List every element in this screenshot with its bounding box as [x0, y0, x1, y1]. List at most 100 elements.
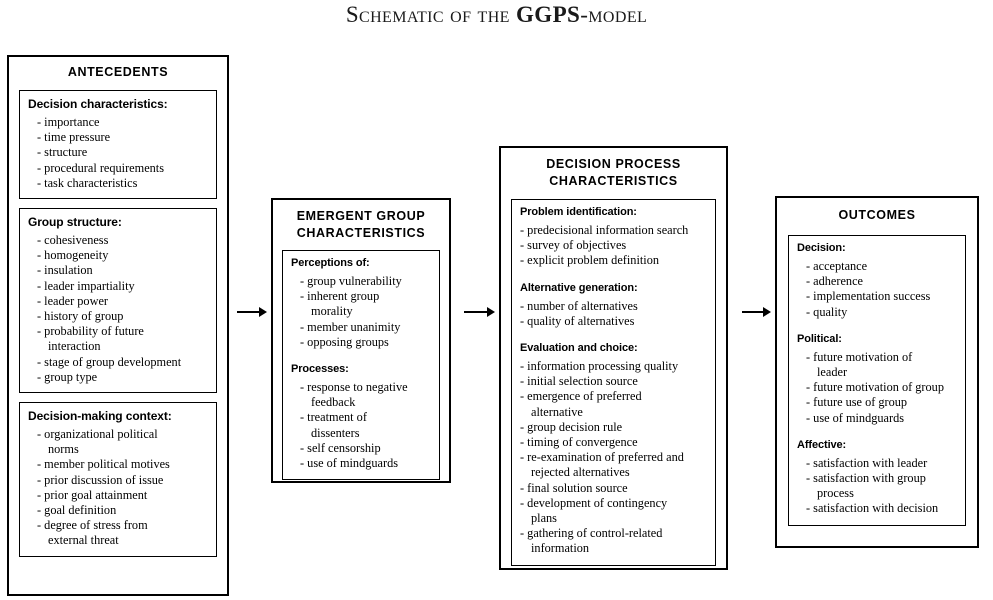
- page-title: Schematic of the GGPS-model: [0, 2, 993, 28]
- list-item: - predecisional information search: [520, 223, 689, 237]
- list-item: - emergence of preferred alternative: [520, 389, 642, 419]
- group-problem-identification-heading: Problem identification:: [520, 206, 637, 218]
- group-decision-characteristics-list: - importance - time pressure - structure…: [28, 115, 208, 191]
- group-perceptions-of-heading: Perceptions of:: [291, 257, 370, 269]
- list-item: - initial selection source: [520, 374, 638, 389]
- group-decision-making-context: Decision-making context: - organizationa…: [19, 402, 217, 557]
- list-item: - leader power: [37, 293, 109, 308]
- arrow-shaft: [742, 311, 765, 313]
- group-perceptions-of-list: - group vulnerability - inherent group m…: [291, 274, 431, 350]
- group-process-content: Problem identification: - predecisional …: [511, 199, 716, 566]
- group-decision-characteristics: Decision characteristics: - importance -…: [19, 90, 217, 200]
- list-item: - prior discussion of issue: [37, 472, 164, 487]
- group-processes-heading: Processes:: [291, 363, 349, 376]
- list-item: - organizational political norms: [37, 427, 158, 457]
- panel-antecedents-title: ANTECEDENTS: [67, 65, 169, 79]
- list-item: - member unanimity: [300, 319, 401, 334]
- group-decision-list: - acceptance - adherence - implementatio…: [797, 259, 957, 320]
- group-affective-heading: Affective:: [797, 438, 847, 451]
- arrow-shaft: [464, 311, 489, 313]
- arrow-emergent-to-process-icon: [464, 305, 497, 319]
- group-decision-making-context-heading: Decision-making context:: [28, 409, 172, 424]
- list-item: - future use of group: [806, 395, 908, 410]
- list-item: - acceptance: [806, 259, 868, 273]
- list-item: - history of group: [37, 309, 124, 324]
- arrow-process-to-outcomes-icon: [742, 305, 773, 319]
- group-group-structure: Group structure: - cohesiveness - homoge…: [19, 208, 217, 394]
- panel-outcomes-title: OUTCOMES: [838, 208, 916, 222]
- panel-antecedents: ANTECEDENTS Decision characteristics: - …: [7, 55, 229, 596]
- list-item: - goal definition: [37, 503, 117, 518]
- list-item: - prior goal attainment: [37, 487, 148, 502]
- list-item: - final solution source: [520, 480, 628, 495]
- group-affective-list: - satisfaction with leader - satisfactio…: [797, 456, 957, 517]
- list-item: - structure: [37, 145, 88, 160]
- group-decision-characteristics-heading: Decision characteristics:: [28, 97, 168, 111]
- panel-process-title: DECISION PROCESS CHARACTERISTICS: [546, 157, 681, 188]
- list-item: - treatment of dissenters: [300, 410, 367, 440]
- list-item: - gathering of control-related informati…: [520, 526, 663, 556]
- list-item: - task characteristics: [37, 175, 138, 190]
- arrow-shaft: [237, 311, 261, 313]
- list-item: - explicit problem definition: [520, 253, 659, 268]
- group-evaluation-and-choice-heading: Evaluation and choice:: [520, 342, 638, 355]
- group-emergent-content: Perceptions of: - group vulnerability - …: [282, 250, 440, 481]
- list-item: - group vulnerability: [300, 274, 402, 288]
- group-alternative-generation-heading: Alternative generation:: [520, 281, 638, 294]
- group-decision-heading: Decision:: [797, 242, 846, 254]
- list-item: - opposing groups: [300, 334, 389, 349]
- list-item: - implementation success: [806, 289, 931, 304]
- panel-emergent-group-characteristics: EMERGENT GROUP CHARACTERISTICS Perceptio…: [271, 198, 451, 483]
- page-title-suffix: -model: [580, 2, 648, 27]
- page-title-prefix: Schematic of the: [345, 2, 516, 27]
- panel-outcomes: OUTCOMES Decision: - acceptance - adhere…: [775, 196, 979, 548]
- arrow-head: [487, 307, 495, 317]
- group-outcomes-content: Decision: - acceptance - adherence - imp…: [788, 235, 966, 526]
- list-item: - survey of objectives: [520, 238, 627, 253]
- panel-decision-process-characteristics: DECISION PROCESS CHARACTERISTICS Problem…: [499, 146, 728, 570]
- list-item: - satisfaction with leader: [806, 455, 928, 470]
- group-evaluation-and-choice-list: - information processing quality - initi…: [520, 359, 707, 557]
- group-decision-making-context-list: - organizational political norms - membe…: [28, 427, 208, 549]
- list-item: - degree of stress from external threat: [37, 518, 148, 548]
- group-political-heading: Political:: [797, 332, 842, 345]
- list-item: - probability of future interaction: [37, 324, 144, 354]
- list-item: - satisfaction with group process: [806, 471, 926, 501]
- list-item: - satisfaction with decision: [806, 501, 939, 516]
- list-item: - group type: [37, 369, 98, 384]
- list-item: - use of mindguards: [806, 410, 905, 425]
- group-group-structure-list: - cohesiveness - homogeneity - insulatio…: [28, 233, 208, 385]
- list-item: - inherent group morality: [300, 289, 380, 319]
- list-item: - self censorship: [300, 440, 381, 455]
- list-item: - number of alternatives: [520, 298, 638, 313]
- group-processes-list: - response to negative feedback - treatm…: [291, 380, 431, 471]
- list-item: - response to negative feedback: [300, 380, 408, 410]
- arrow-antecedents-to-emergent-icon: [237, 305, 269, 319]
- list-item: - leader impartiality: [37, 278, 135, 293]
- list-item: - cohesiveness: [37, 233, 109, 248]
- list-item: - homogeneity: [37, 248, 109, 263]
- list-item: - quality: [806, 304, 848, 319]
- page-title-emphasis: GGPS: [516, 2, 581, 27]
- list-item: - stage of group development: [37, 354, 182, 369]
- list-item: - development of contingency plans: [520, 495, 668, 526]
- list-item: - future motivation of group: [806, 380, 944, 395]
- arrow-head: [763, 307, 771, 317]
- group-problem-identification-list: - predecisional information search - sur…: [520, 223, 707, 269]
- arrow-head: [259, 307, 267, 317]
- group-political-list: - future motivation of leader - future m…: [797, 350, 957, 426]
- panel-emergent-title: EMERGENT GROUP CHARACTERISTICS: [296, 209, 426, 240]
- list-item: - insulation: [37, 263, 93, 278]
- group-alternative-generation-list: - number of alternatives - quality of al…: [520, 299, 707, 329]
- list-item: - adherence: [806, 274, 863, 289]
- list-item: - member political motives: [37, 457, 170, 472]
- list-item: - time pressure: [37, 130, 111, 145]
- list-item: - quality of alternatives: [520, 313, 635, 328]
- list-item: - re-examination of preferred and reject…: [520, 450, 684, 480]
- list-item: - timing of convergence: [520, 435, 638, 450]
- list-item: - group decision rule: [520, 419, 623, 434]
- group-group-structure-heading: Group structure:: [28, 215, 122, 230]
- list-item: - future motivation of leader: [806, 349, 913, 380]
- list-item: - use of mindguards: [300, 456, 399, 471]
- list-item: - procedural requirements: [37, 160, 165, 175]
